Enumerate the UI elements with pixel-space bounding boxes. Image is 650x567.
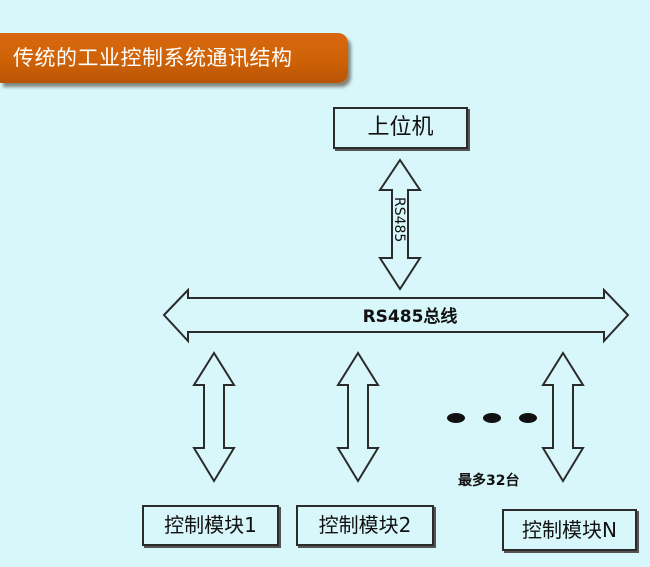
title-banner: 传统的工业控制系统通讯结构 — [0, 33, 348, 83]
control-module-1-box: 控制模块1 — [142, 505, 279, 546]
bus-label: RS485总线 — [363, 306, 458, 327]
diagram-title: 传统的工业控制系统通讯结构 — [13, 46, 293, 70]
host-computer-label: 上位机 — [367, 115, 434, 140]
control-module-2-box: 控制模块2 — [296, 505, 434, 546]
bus-double-arrow — [162, 287, 630, 344]
ellipsis-dot — [519, 413, 537, 423]
control-module-label: 控制模块N — [522, 518, 617, 542]
ellipsis-dot — [447, 413, 465, 423]
host-link-double-arrow — [378, 158, 422, 291]
ellipsis-dot — [483, 413, 501, 423]
max-devices-note: 最多32台 — [458, 473, 520, 489]
module-1-double-arrow — [192, 351, 236, 483]
module-n-double-arrow — [541, 351, 585, 483]
control-module-label: 控制模块2 — [318, 513, 412, 537]
control-module-label: 控制模块1 — [164, 513, 257, 537]
control-module-n-box: 控制模块N — [502, 509, 637, 551]
host-computer-box: 上位机 — [333, 107, 468, 149]
host-link-label: RS485 — [391, 197, 407, 242]
module-2-double-arrow — [336, 351, 380, 483]
